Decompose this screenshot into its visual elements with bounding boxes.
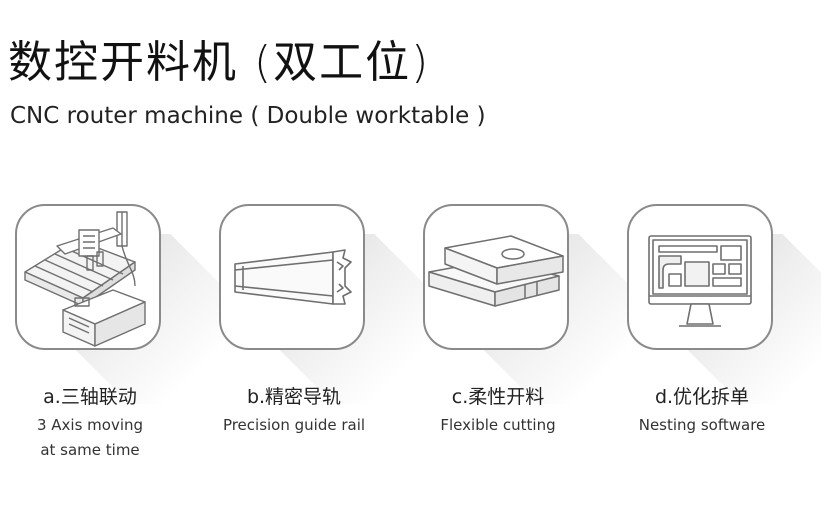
feature-nesting-software: d.优化拆单 Nesting software [607,204,821,464]
feature-description: Flexible cutting [403,413,593,438]
feature-icon-tile [627,204,821,404]
cutting-blocks-icon [423,204,569,350]
page-title: 数控开料机 (双工位) [8,37,431,88]
feature-description-line: at same time [40,441,140,459]
cnc-machine-icon [15,204,161,350]
feature-title: b.精密导轨 [246,386,342,408]
page-subtitle: CNC router machine ( Double worktable ) [10,103,486,129]
guide-rail-icon [219,204,365,350]
monitor-icon [627,204,773,350]
feature-description-line: Nesting software [638,416,766,434]
feature-description-line: Precision guide rail [222,416,366,434]
feature-icon-tile [15,204,235,404]
feature-icon-tile [423,204,643,404]
feature-flexible-cutting: c.柔性开料 Flexible cutting [403,204,643,464]
feature-icon-tile [219,204,439,404]
feature-three-axis: a.三轴联动 3 Axis moving at same time [0,204,235,464]
feature-description-line: Flexible cutting [440,416,556,434]
feature-title: c.柔性开料 [451,386,545,408]
feature-description: 3 Axis moving at same time [0,413,185,463]
feature-guide-rail: b.精密导轨 Precision guide rail [199,204,439,464]
feature-title: a.三轴联动 [43,386,137,408]
feature-description: Nesting software [607,413,797,438]
feature-description-line: 3 Axis moving [36,416,144,434]
feature-description: Precision guide rail [199,413,389,438]
feature-title: d.优化拆单 [654,386,750,408]
